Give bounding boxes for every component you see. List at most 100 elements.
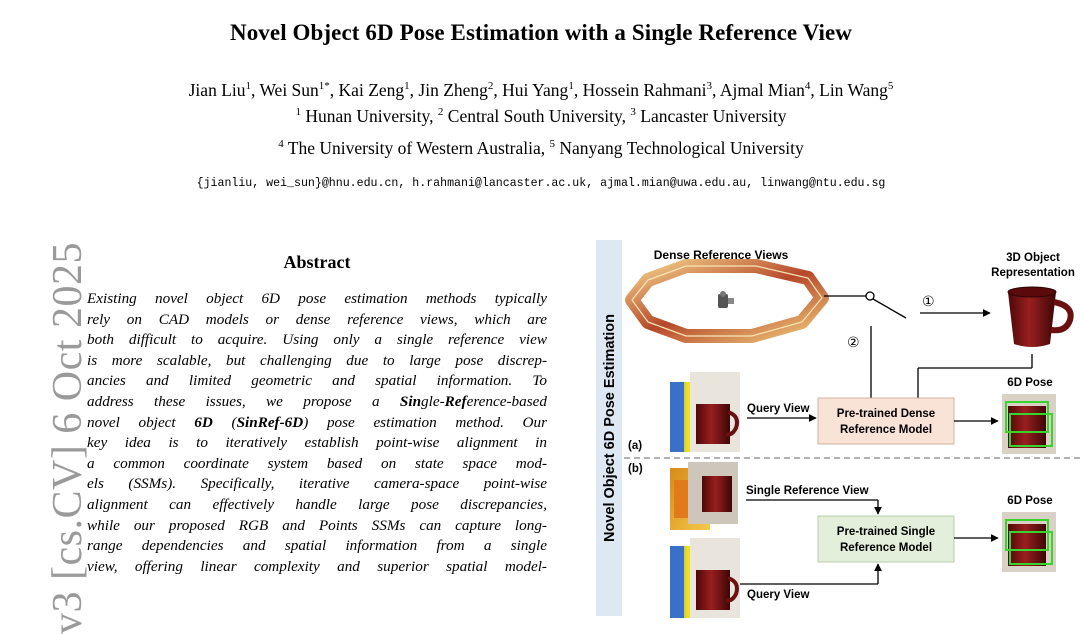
abstract-text: erence-based [466,392,547,410]
author-affiliation-mark: 4 [804,80,811,93]
author-affiliation-mark: 5 [887,80,894,93]
abstract-bold: SinRef-6D [236,413,304,431]
author-list: Jian Liu1, Wei Sun1*, Kai Zeng1, Jin Zhe… [188,80,894,100]
abstract-line: ancies and limited geometric and spatial… [87,371,547,392]
abstract-line: alignment can effectively handle large p… [87,495,547,516]
obj-rep-label-1: 3D Object [1006,252,1060,264]
rgb-image-b-ref [688,462,738,524]
dense-model-label-2: Reference Model [840,424,932,436]
step-1: ① [922,293,935,309]
author-affiliation-mark: 1 [568,80,574,93]
affiliation-mark: 3 [630,106,636,119]
abstract-heading: Abstract [283,252,351,272]
abstract-text: novel object [87,413,195,431]
side-label: Novel Object 6D Pose Estimation [602,314,618,542]
author-affiliation-mark: 1 [245,80,252,93]
author-name: Wei Sun1* [259,80,330,100]
abstract-line: novel object 6D (SinRef-6D) pose estimat… [87,413,547,434]
author-name: Ajmal Mian4 [719,80,811,100]
abstract-text: ( [212,413,237,431]
affiliation-name: Nanyang Technological University [555,138,804,158]
single-model-label-1: Pre-trained Single [837,526,935,538]
side-bar [596,240,622,616]
abstract-line: Existing novel object 6D pose estimation… [87,289,547,310]
abstract-line: address these issues, we propose a Singl… [87,392,547,413]
affiliation-mark: 2 [437,106,444,119]
affiliation-name: Lancaster University [635,106,787,126]
abstract-line: range dependencies and spatial informati… [87,536,547,557]
pose-image-b [1002,512,1056,572]
affiliations-line-1: 1 Hunan University, 2 Central South Univ… [295,106,787,126]
affiliation-mark: 5 [549,138,556,151]
arxiv-stamp: v3 [cs.CV] 6 Oct 2025 [45,242,91,634]
affiliations-line-2: 4 The University of Western Australia, 5… [278,138,804,158]
abstract-text: key idea is to iteratively establish poi… [87,434,547,452]
rgb-image-a [690,372,740,452]
mug-3d-icon [1007,286,1074,347]
abstract-line: els (SSMs). Specifically, iterative came… [87,474,547,495]
affiliation-mark: 1 [295,106,301,119]
abstract-text: range dependencies and spatial informati… [87,537,547,555]
abstract-bold: Sin [399,392,422,410]
switch [824,291,907,319]
abstract-line: view, offering linear complexity and sup… [87,557,547,578]
affiliation-name: The University of Western Australia [283,138,541,158]
abstract-text: both difficult to acquire. Using only a … [87,331,547,349]
dense-model-box [817,397,955,445]
abstract-line: rely on CAD models or dense reference vi… [87,310,547,331]
obj-rep-label-2: Representation [991,267,1075,279]
query-view-a: Query View [747,403,809,415]
camera-icon [718,291,734,308]
pose-label-b: 6D Pose [1007,495,1052,507]
panel-a-label: (a) [628,440,642,452]
single-model-box [817,515,955,563]
dense-model-label-1: Pre-trained Dense [837,408,935,420]
abstract-body: Existing novel object 6D pose estimation… [87,289,547,577]
abstract-text: ancies and limited geometric and spatial… [87,372,547,390]
rgb-image-b-query [690,538,740,618]
affiliation-name: Central South University [443,106,622,126]
abstract-bold: 6D [194,413,213,431]
abstract-text: els (SSMs). Specifically, iterative came… [87,475,547,493]
author-name: Hui Yang1 [502,80,574,100]
pose-label-a: 6D Pose [1007,377,1052,389]
abstract-text: is more scalable, but challenging due to… [87,351,547,369]
author-affiliation-mark: 1* [318,80,330,93]
abstract-text: view, offering linear complexity and sup… [87,557,547,575]
abstract-text: a common coordinate system based on stat… [87,454,547,472]
abstract-text: ) pose estimation method. Our [303,413,548,431]
single-model-label-2: Reference Model [840,542,932,554]
author-affiliation-mark: 1 [404,80,410,93]
teaser-figure: Novel Object 6D Pose Estimation Dense Re… [596,240,1080,618]
abstract-line: is more scalable, but challenging due to… [87,351,547,372]
author-affiliation-mark: 3 [706,80,713,93]
abstract-text: while our proposed RGB and Points SSMs c… [87,516,547,534]
abstract-line: a common coordinate system based on stat… [87,454,547,475]
abstract-text: alignment can effectively handle large p… [87,495,547,513]
panel-b-label: (b) [628,463,643,475]
author-name: Kai Zeng1 [338,80,410,100]
abstract-line: key idea is to iteratively establish poi… [87,433,547,454]
single-ref-label: Single Reference View [746,485,869,497]
step-2: ② [847,334,860,350]
author-name: Lin Wang5 [819,80,894,100]
pose-image-a [1002,394,1056,454]
affiliation-mark: 4 [278,138,284,151]
affiliation-name: Hunan University [300,106,430,126]
author-name: Hossein Rahmani3 [582,80,713,100]
paper-title: Novel Object 6D Pose Estimation with a S… [229,20,852,45]
dense-views-ring [625,259,829,343]
query-view-b: Query View [747,589,809,601]
abstract-text: address these issues, we propose a [87,392,400,410]
author-name: Jin Zheng2 [418,80,494,100]
dense-views-label: Dense Reference Views [654,248,789,262]
author-name: Jian Liu1 [188,80,252,100]
author-affiliation-mark: 2 [487,80,494,93]
abstract-text: gle- [421,392,445,410]
abstract-line: both difficult to acquire. Using only a … [87,330,547,351]
abstract-text: rely on CAD models or dense reference vi… [87,310,547,328]
abstract-text: Existing novel object 6D pose estimation… [87,290,547,307]
abstract-line: while our proposed RGB and Points SSMs c… [87,516,547,537]
abstract-bold: Ref [444,392,467,410]
author-emails: {jianliu, wei_sun}@hnu.edu.cn, h.rahmani… [196,177,886,190]
